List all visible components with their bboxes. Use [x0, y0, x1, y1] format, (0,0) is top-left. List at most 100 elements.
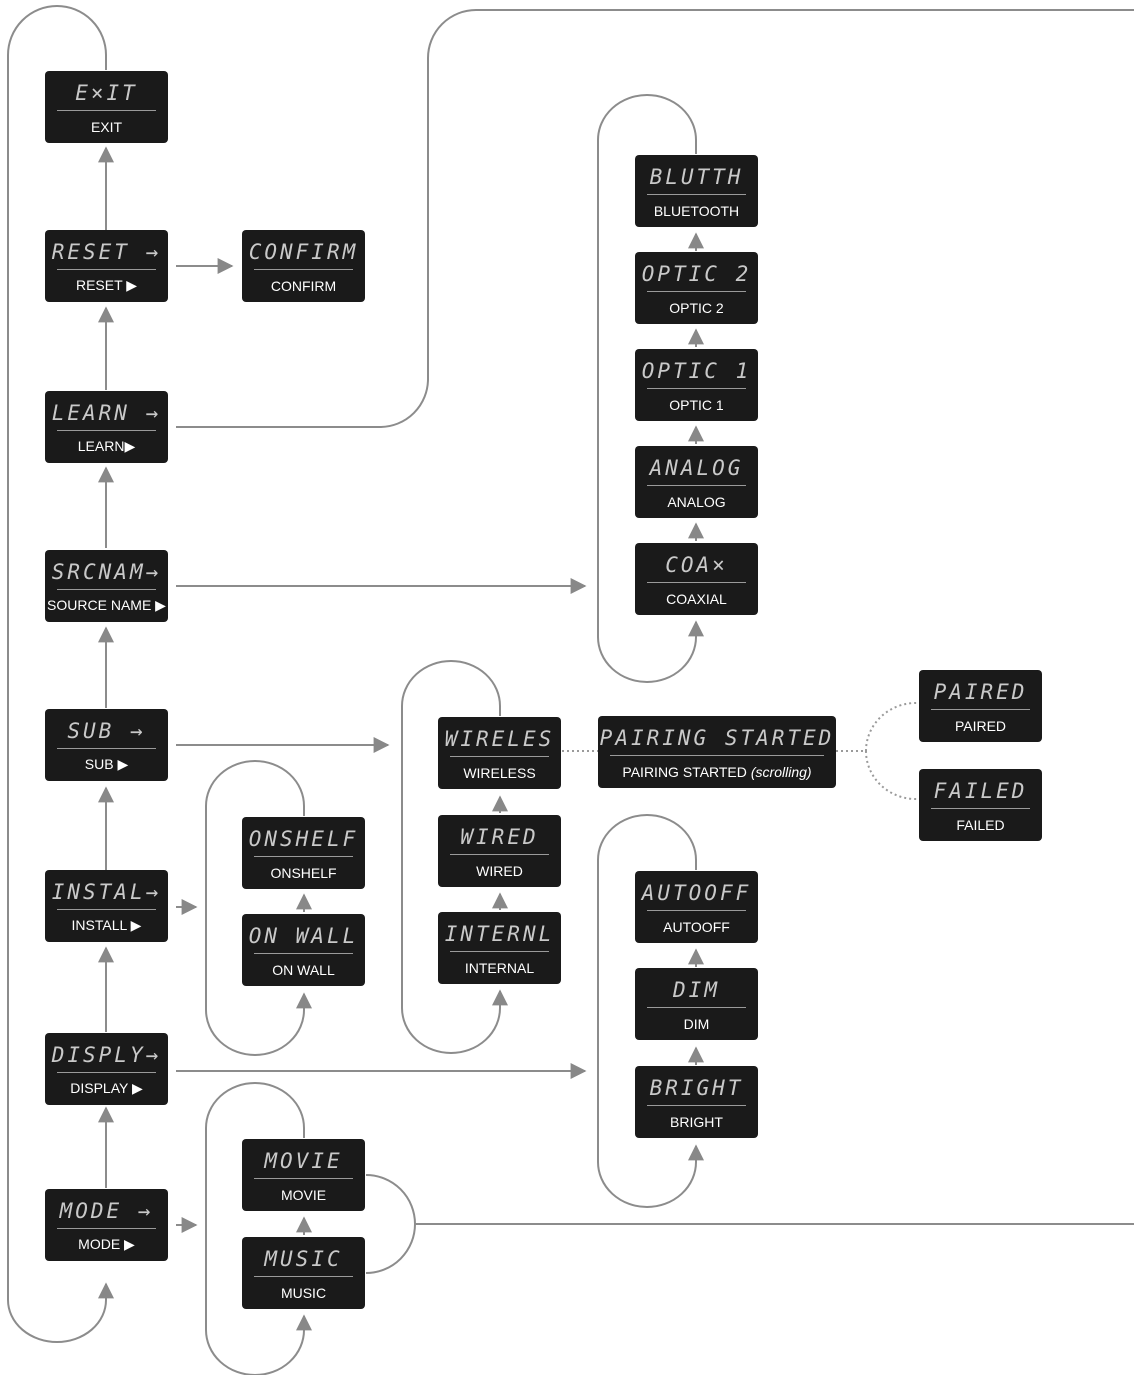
divider [647, 291, 746, 292]
lcd-text: E×IT [75, 81, 138, 105]
node-label: COAXIAL [666, 590, 727, 607]
divider [931, 709, 1030, 710]
menu-node-paired[interactable]: PAIRED PAIRED [919, 670, 1042, 742]
lcd-text: BRIGHT [649, 1076, 744, 1100]
menu-node-onshelf[interactable]: ONSHELF ONSHELF [242, 817, 365, 889]
lcd-text: BLUTTH [649, 165, 744, 189]
loop-install [205, 760, 312, 1056]
menu-node-wired[interactable]: WIRED WIRED [438, 815, 561, 887]
divider [450, 756, 549, 757]
loop-display [597, 814, 704, 1208]
node-label: AUTOOFF [663, 918, 730, 935]
loop-inputs [597, 94, 704, 683]
menu-node-mode[interactable]: MODE → MODE ▶ [45, 1189, 168, 1261]
node-label: BRIGHT [670, 1113, 723, 1130]
pairing-label-text: PAIRING STARTED [622, 763, 747, 780]
menu-node-wireless[interactable]: WIRELES WIRELESS [438, 717, 561, 789]
lcd-text: SRCNAM→ [51, 560, 162, 584]
menu-node-source-name[interactable]: SRCNAM→ SOURCE NAME ▶ [45, 550, 168, 622]
node-label: OPTIC 2 [669, 299, 724, 316]
lcd-text: MUSIC [264, 1247, 343, 1271]
lcd-text: SUB → [67, 719, 146, 743]
menu-node-autooff[interactable]: AUTOOFF AUTOOFF [635, 871, 758, 943]
lcd-text: WIRED [460, 825, 539, 849]
lcd-text: MOVIE [264, 1149, 343, 1173]
node-label: FAILED [956, 816, 1005, 833]
menu-node-confirm[interactable]: CONFIRM CONFIRM [242, 230, 365, 302]
menu-node-install[interactable]: INSTAL→ INSTALL ▶ [45, 870, 168, 942]
divider [57, 1228, 156, 1229]
node-label: PAIRED [954, 717, 1007, 734]
line-mode-exit [365, 1174, 416, 1274]
divider [450, 951, 549, 952]
lcd-text: ON WALL [248, 924, 359, 948]
lcd-text: DIM [673, 978, 720, 1002]
node-label: INTERNAL [464, 959, 535, 976]
line-learn-exit [176, 9, 1134, 428]
divider [57, 1072, 156, 1073]
lcd-text: AUTOOFF [641, 881, 752, 905]
node-label: INSTALL ▶ [71, 917, 142, 933]
menu-node-reset[interactable]: RESET → RESET ▶ [45, 230, 168, 302]
menu-node-internal[interactable]: INTERNL INTERNAL [438, 912, 561, 984]
node-label: SUB ▶ [84, 756, 129, 772]
menu-node-analog[interactable]: ANALOG ANALOG [635, 446, 758, 518]
menu-node-coaxial[interactable]: COA× COAXIAL [635, 543, 758, 615]
menu-node-music[interactable]: MUSIC MUSIC [242, 1237, 365, 1309]
lcd-text: OPTIC 2 [641, 262, 752, 286]
menu-node-sub[interactable]: SUB → SUB ▶ [45, 709, 168, 781]
divider [254, 953, 353, 954]
node-label: CONFIRM [270, 277, 337, 294]
node-label: ONSHELF [270, 864, 337, 881]
menu-node-movie[interactable]: MOVIE MOVIE [242, 1139, 365, 1211]
node-label: LEARN▶ [77, 438, 136, 454]
node-label: OPTIC 1 [669, 396, 724, 413]
node-label: DISPLAY ▶ [70, 1080, 143, 1096]
lcd-text: CONFIRM [248, 240, 359, 264]
node-label: WIRED [476, 862, 523, 879]
menu-node-pairing-started[interactable]: PAIRING STARTED PAIRING STARTED (scrolli… [598, 716, 836, 788]
divider [647, 194, 746, 195]
lcd-text: DISPLY→ [51, 1043, 162, 1067]
divider [57, 589, 156, 590]
menu-node-optic-1[interactable]: OPTIC 1 OPTIC 1 [635, 349, 758, 421]
divider [57, 748, 156, 749]
node-label: PAIRING STARTED (scrolling) [598, 757, 836, 786]
divider [647, 582, 746, 583]
loop-sub [401, 660, 508, 1054]
node-label: RESET ▶ [75, 277, 138, 293]
menu-node-exit[interactable]: E×IT EXIT [45, 71, 168, 143]
divider [254, 1276, 353, 1277]
lcd-text: FAILED [933, 779, 1028, 803]
lcd-text: MODE → [59, 1199, 154, 1223]
menu-node-bright[interactable]: BRIGHT BRIGHT [635, 1066, 758, 1138]
node-label: ON WALL [272, 961, 335, 978]
divider [647, 1105, 746, 1106]
node-label: SOURCE NAME ▶ [47, 597, 166, 613]
node-label: EXIT [90, 118, 123, 135]
pairing-label-note: (scrolling) [750, 763, 812, 780]
menu-node-on-wall[interactable]: ON WALL ON WALL [242, 914, 365, 986]
lcd-text: INTERNL [444, 922, 555, 946]
divider [254, 1178, 353, 1179]
divider [254, 856, 353, 857]
menu-node-failed[interactable]: FAILED FAILED [919, 769, 1042, 841]
lcd-text: PAIRED [933, 680, 1028, 704]
loop-mode [205, 1082, 312, 1375]
divider [610, 755, 824, 756]
menu-node-display[interactable]: DISPLY→ DISPLAY ▶ [45, 1033, 168, 1105]
divider [57, 909, 156, 910]
lcd-text: COA× [665, 553, 728, 577]
menu-node-bluetooth[interactable]: BLUTTH BLUETOOTH [635, 155, 758, 227]
menu-node-optic-2[interactable]: OPTIC 2 OPTIC 2 [635, 252, 758, 324]
divider [57, 269, 156, 270]
lcd-text: INSTAL→ [51, 880, 162, 904]
menu-node-learn[interactable]: LEARN → LEARN▶ [45, 391, 168, 463]
divider [254, 269, 353, 270]
menu-node-dim[interactable]: DIM DIM [635, 968, 758, 1040]
node-label: MOVIE [280, 1186, 327, 1203]
loop-exit-to-mode [7, 5, 114, 1343]
lcd-text: ANALOG [649, 456, 744, 480]
divider [57, 430, 156, 431]
